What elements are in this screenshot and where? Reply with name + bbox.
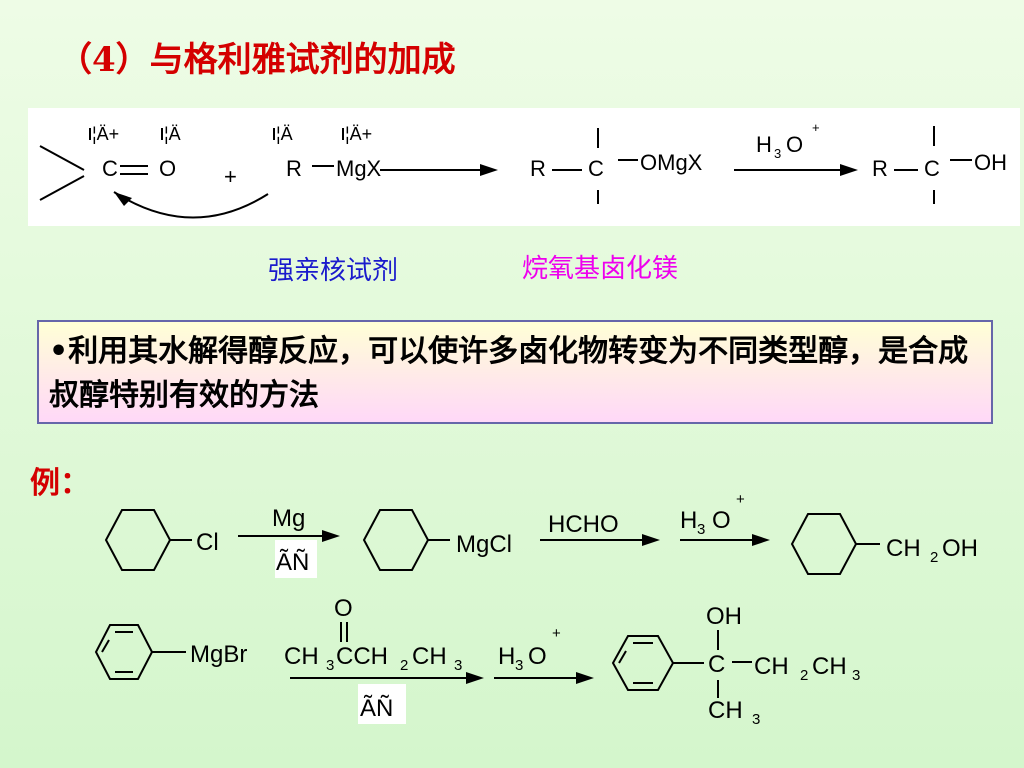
solvent-label-2: ÃÑ [360,695,393,722]
cyclohexane-ring-1 [104,509,172,571]
product-subscript-2: 2 [930,549,938,566]
arrowhead-2 [840,164,858,176]
h3o-charge-2: + [552,625,561,642]
ketone-cch-label: CCH [336,643,388,670]
curved-arrowhead [114,192,132,206]
solvent-label-1: ÃÑ [276,549,309,576]
grignard-addition-scheme: C O + R MgX R C OMgX H O R C OH 3 + ¦Ä+ … [28,108,1020,226]
h3o-o-label-2: O [528,643,547,670]
ketone-ch-label: CH [284,643,319,670]
scheme-drawing: C O + R MgX R C OMgX H O R C OH 3 + ¦Ä+ … [39,120,1007,219]
mgcl-label: MgCl [456,531,512,558]
h3o-arrowhead-2 [576,672,594,684]
reagent-o-label: O [786,132,803,157]
intermediate-r-label: R [530,156,546,181]
product-oh-label-1: OH [942,535,978,562]
intermediate-c-label: C [588,156,604,181]
nucleophile-note: 强亲核试剂 [268,256,399,286]
carbonyl-carbon-label: C [102,156,118,181]
h3o-arrowhead-1 [752,534,770,546]
example-label: 例： [30,466,90,501]
partial-charge-label-3: ¦Ä [276,124,293,144]
curved-attack-arrow [113,191,269,219]
product-ch-label: CH [886,535,921,562]
partial-charge-label-4: ¦Ä+ [345,124,372,144]
chloride-label: Cl [196,529,219,556]
plus-sign: + [224,164,237,189]
h3o-subscript-1: 3 [697,521,705,538]
quaternary-c-label: C [708,651,725,678]
product-c-label: C [924,156,940,181]
solvent-box-2 [358,684,406,724]
h3o-o-label-1: O [712,507,731,534]
benzene-ring-1 [94,624,154,680]
ketone-subscript-2: 2 [400,657,408,674]
ketone-subscript-3a: 3 [326,657,334,674]
reagent-h-label: H [756,132,772,157]
hcho-label: HCHO [548,511,619,538]
bullet-mark: • [49,334,69,369]
r-group-label: R [286,156,302,181]
carbonyl-oxygen-label: O [159,156,176,181]
mg-reagent-label: Mg [272,505,305,532]
arrowhead-1 [480,164,498,176]
ketone-oxygen-label: O [334,595,353,622]
alkoxide-note: 烷氧基卤化镁 [522,254,679,284]
reagent-subscript-3: 3 [774,146,781,161]
bullet-text: 利用其水解得醇反应，可以使许多卤化物转变为不同类型醇，是合成叔醇特别有效的方法 [49,334,969,413]
benzene-1-inner-left [101,639,110,653]
carbonyl-bond-lower [39,175,85,201]
carbonyl-bond-upper [39,145,85,171]
reagent-charge: + [812,120,820,135]
partial-charge-label-2: ¦Ä [164,124,181,144]
product-subscript-3: 3 [852,667,860,684]
hcho-arrowhead [642,534,660,546]
cyclohexane-ring-2 [362,509,430,571]
mg-arrowhead [322,530,340,542]
product-subscript-2b: 2 [800,667,808,684]
partial-charge-label-1: ¦Ä+ [92,124,119,144]
h3o-charge-1: + [736,491,745,508]
cyclohexane-ring-3 [790,513,858,575]
ketone-subscript-3b: 3 [454,657,462,674]
h3o-subscript-2: 3 [515,657,523,674]
product-oh-label-2: OH [706,603,742,630]
intermediate-omgx-label: OMgX [640,150,703,175]
benzene-ring-2 [611,635,675,691]
solvent-box-1 [275,540,317,578]
h3o-h-label-1: H [680,507,697,534]
mgbr-label: MgBr [190,641,247,668]
product-ethyl-ch-label: CH [754,653,789,680]
mgx-label: MgX [336,156,382,181]
benzene-2-inner-left [618,650,627,664]
product-oh-label: OH [974,150,1007,175]
product-methyl-label: CH [708,697,743,724]
ketone-ch2-label: CH [412,643,447,670]
methyl-subscript-3: 3 [752,711,760,728]
bullet-box: •利用其水解得醇反应，可以使许多卤化物转变为不同类型醇，是合成叔醇特别有效的方法 [37,320,993,424]
h3o-h-label-2: H [498,643,515,670]
product-ethyl-ch3-label: CH [812,653,847,680]
ketone-arrowhead [466,672,484,684]
slide-title: （4）与格利雅试剂的加成 [58,40,456,80]
product-r-label: R [872,156,888,181]
